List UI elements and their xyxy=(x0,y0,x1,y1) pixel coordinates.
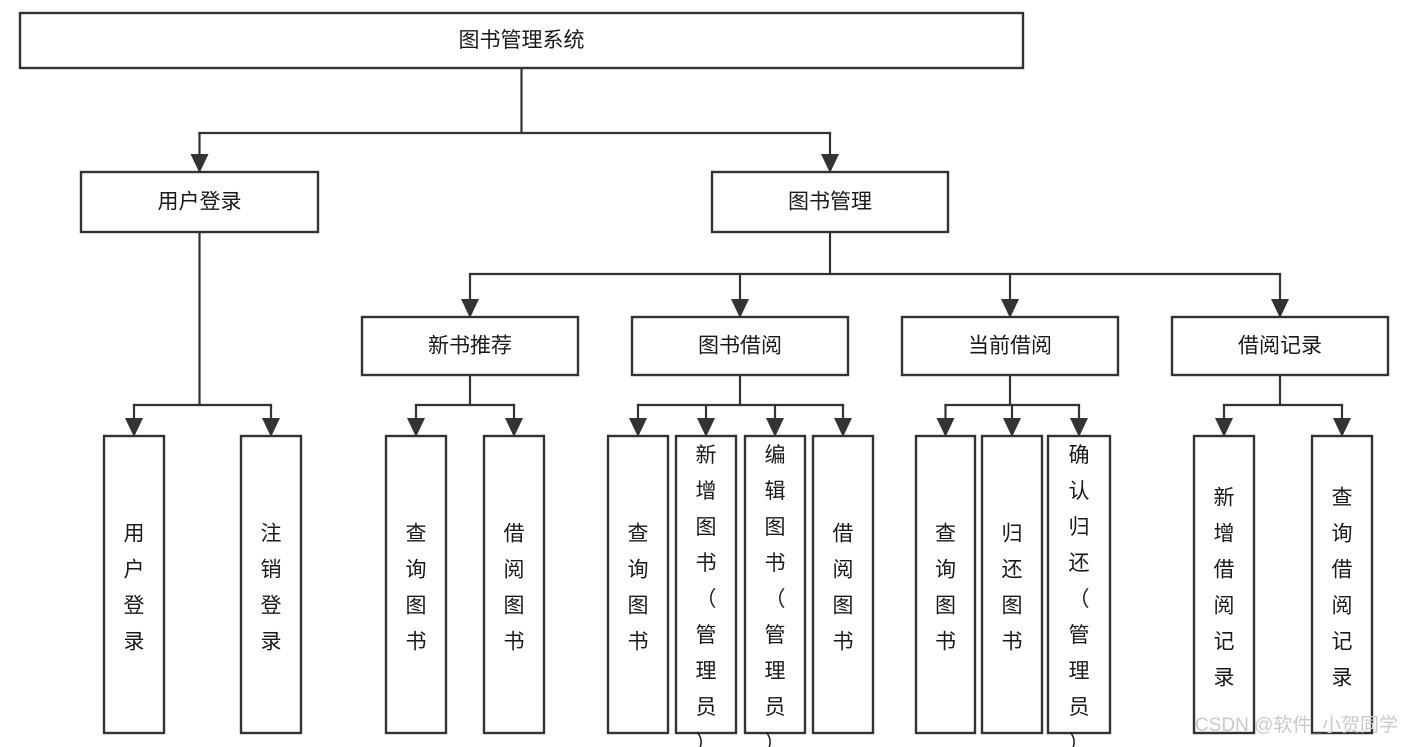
edge-group-root xyxy=(190,66,839,173)
node-leaf-cur-3[interactable]: 确认归还（管理员） xyxy=(1046,434,1112,747)
node-leaf-rec-2[interactable]: 查询借阅记录 xyxy=(1310,434,1374,735)
node-label: 确认归还（管理员） xyxy=(1069,444,1090,747)
node-leaf-login-1[interactable]: 用户登录 xyxy=(102,434,166,735)
node-borrow[interactable]: 图书借阅 xyxy=(630,315,850,377)
node-label: 图书管理 xyxy=(788,191,872,214)
edge-arrowhead xyxy=(1003,418,1021,437)
edge-group-login xyxy=(125,230,280,437)
node-box xyxy=(79,170,320,234)
edge-group-bookmgmt xyxy=(461,230,1289,318)
edge-arrowhead xyxy=(1001,299,1019,318)
node-leaf-bor-2[interactable]: 新增图书（管理员） xyxy=(674,434,738,747)
edge-arrowhead xyxy=(731,299,749,318)
node-newbook[interactable]: 新书推荐 xyxy=(360,315,580,377)
node-box xyxy=(630,315,850,377)
edges-layer xyxy=(125,66,1351,437)
node-box xyxy=(914,434,977,735)
node-label: 用户登录 xyxy=(124,523,145,654)
nodes-layer: 图书管理系统用户登录图书管理新书推荐图书借阅当前借阅借阅记录用户登录注销登录查询… xyxy=(18,11,1390,747)
edge-arrowhead xyxy=(629,418,647,437)
edge-group-borrow xyxy=(629,373,852,437)
edge-group-newbook xyxy=(407,373,523,437)
node-label: 注销登录 xyxy=(261,523,282,654)
node-leaf-cur-1[interactable]: 查询图书 xyxy=(914,434,977,735)
node-box xyxy=(811,434,875,735)
node-box xyxy=(710,170,950,234)
node-label: 借阅图书 xyxy=(504,523,525,654)
node-box xyxy=(674,434,738,735)
edge-arrowhead xyxy=(834,418,852,437)
edge-arrowhead xyxy=(936,418,955,437)
node-label: 查询图书 xyxy=(935,523,956,654)
node-records[interactable]: 借阅记录 xyxy=(1170,315,1390,377)
node-label: 编辑图书（管理员） xyxy=(765,444,786,747)
node-label: 当前借阅 xyxy=(968,335,1052,358)
node-box xyxy=(239,434,303,735)
node-leaf-login-2[interactable]: 注销登录 xyxy=(239,434,303,735)
node-label: 查询图书 xyxy=(406,523,427,654)
node-root[interactable]: 图书管理系统 xyxy=(18,11,1025,70)
edge-arrowhead xyxy=(1271,299,1289,318)
edge-arrowhead xyxy=(262,418,280,437)
node-login[interactable]: 用户登录 xyxy=(79,170,320,234)
node-bookmgmt[interactable]: 图书管理 xyxy=(710,170,950,234)
node-label: 借阅图书 xyxy=(833,523,854,654)
node-box xyxy=(18,11,1025,70)
node-leaf-bor-3[interactable]: 编辑图书（管理员） xyxy=(743,434,807,747)
node-box xyxy=(360,315,580,377)
node-leaf-rec-1[interactable]: 新增借阅记录 xyxy=(1192,434,1256,735)
node-leaf-bor-1[interactable]: 查询图书 xyxy=(606,434,670,735)
node-leaf-bor-4[interactable]: 借阅图书 xyxy=(811,434,875,735)
edge-arrowhead xyxy=(505,418,523,437)
node-box xyxy=(1170,315,1390,377)
edge-arrowhead xyxy=(407,418,425,437)
node-label: 查询图书 xyxy=(628,523,649,654)
node-box xyxy=(606,434,670,735)
node-box xyxy=(1310,434,1374,735)
node-label: 查询借阅记录 xyxy=(1332,487,1353,690)
node-box xyxy=(384,434,448,735)
node-label: 用户登录 xyxy=(158,191,242,214)
edge-arrowhead xyxy=(1070,418,1088,437)
node-box xyxy=(900,315,1120,377)
edge-arrowhead xyxy=(1215,418,1233,437)
edge-arrowhead xyxy=(461,299,479,318)
node-box xyxy=(743,434,807,735)
node-leaf-new-1[interactable]: 查询图书 xyxy=(384,434,448,735)
csdn-watermark: CSDN @软件_小贺同学 xyxy=(1195,714,1398,736)
edge-arrowhead xyxy=(766,418,784,437)
node-label: 新增图书（管理员） xyxy=(696,444,717,747)
node-label: 图书借阅 xyxy=(698,335,782,358)
node-box xyxy=(482,434,546,735)
edge-arrowhead xyxy=(190,154,209,173)
node-label: 图书管理系统 xyxy=(459,29,585,52)
node-label: 新增借阅记录 xyxy=(1214,487,1235,690)
node-leaf-new-2[interactable]: 借阅图书 xyxy=(482,434,546,735)
node-box xyxy=(980,434,1044,735)
node-box xyxy=(1192,434,1256,735)
node-label: 新书推荐 xyxy=(428,335,512,358)
node-current[interactable]: 当前借阅 xyxy=(900,315,1120,377)
node-box xyxy=(102,434,166,735)
node-label: 借阅记录 xyxy=(1238,335,1322,358)
edge-arrowhead xyxy=(697,418,715,437)
edge-arrowhead xyxy=(1333,418,1351,437)
edge-group-current xyxy=(936,373,1088,437)
node-leaf-cur-2[interactable]: 归还图书 xyxy=(980,434,1044,735)
edge-arrowhead xyxy=(125,418,143,437)
node-box xyxy=(1046,434,1112,735)
edge-arrowhead xyxy=(821,154,839,173)
edge-group-records xyxy=(1215,373,1351,437)
node-label: 归还图书 xyxy=(1002,523,1023,654)
